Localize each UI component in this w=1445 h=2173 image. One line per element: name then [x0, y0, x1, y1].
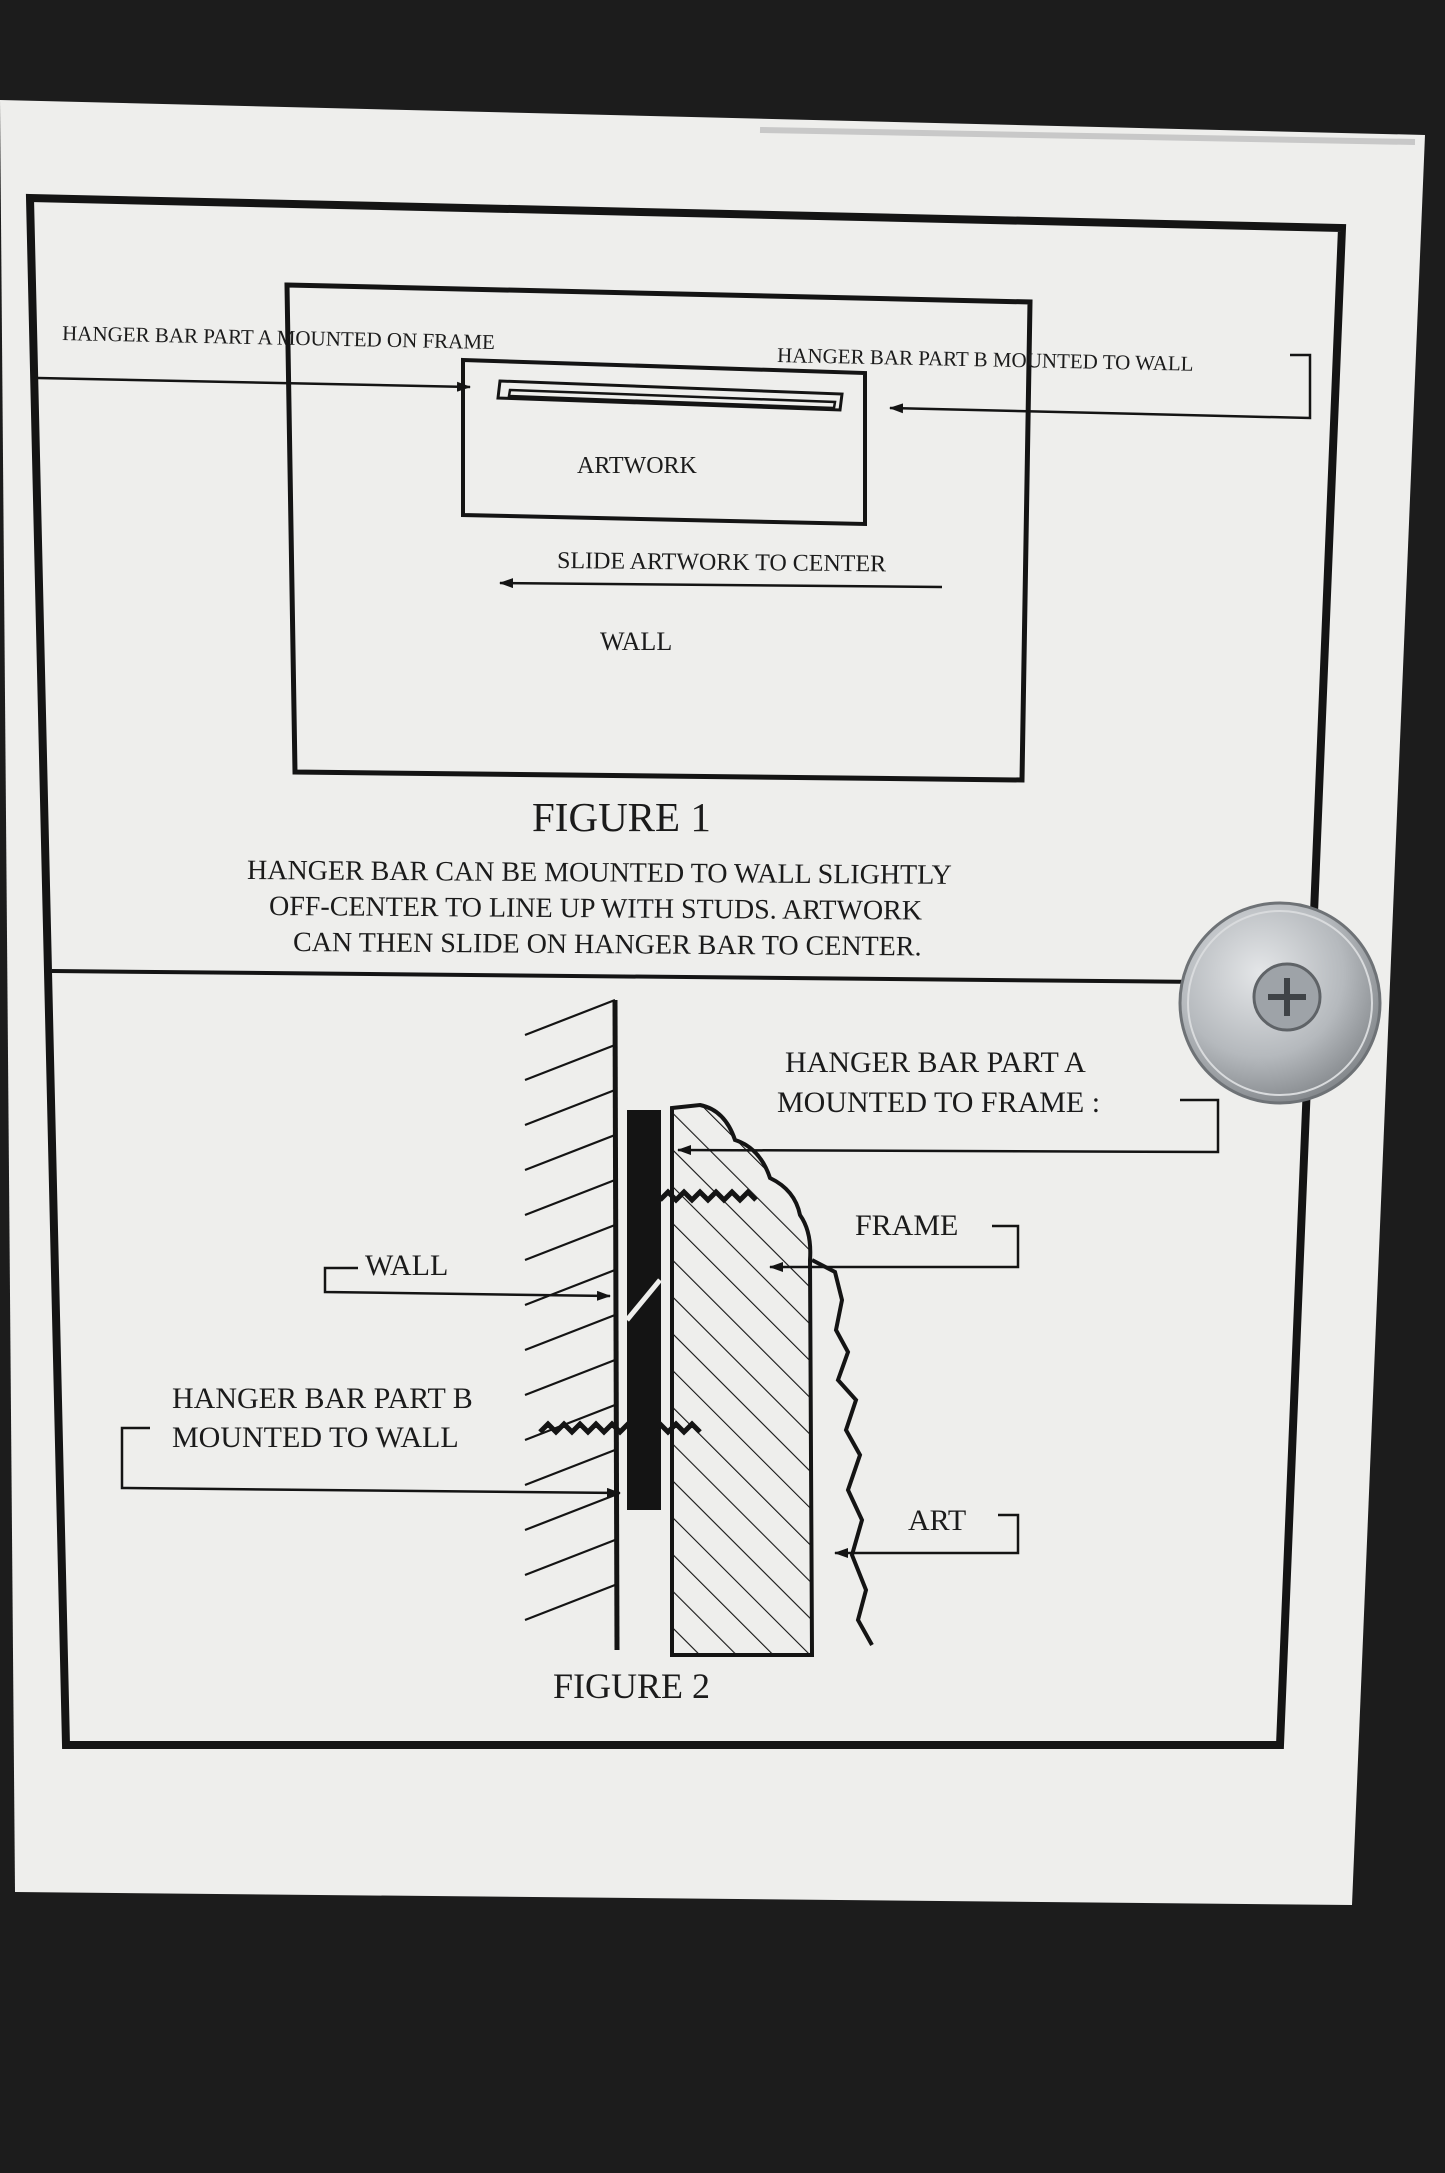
label-fig2-frame: FRAME — [855, 1209, 958, 1242]
wall-rectangle — [284, 282, 1033, 783]
frame-section — [670, 1102, 815, 1657]
figure1-caption-line2: OFF-CENTER TO LINE UP WITH STUDS. ARTWOR… — [269, 891, 922, 927]
screw-washer-icon — [1178, 901, 1382, 1105]
wall-hatching — [524, 998, 616, 1622]
art-edge — [811, 1258, 874, 1646]
leader-fig2-art — [834, 1513, 1020, 1558]
label-fig2-part-b-line2: MOUNTED TO WALL — [172, 1421, 459, 1454]
bar-interlock — [625, 1278, 662, 1322]
leader-part-b — [889, 353, 1312, 420]
label-fig2-art: ART — [908, 1504, 966, 1537]
paper-sheet — [0, 100, 1425, 1905]
figure-divider — [51, 969, 1206, 984]
figure2-title: FIGURE 2 — [553, 1666, 710, 1706]
label-fig2-wall: WALL — [365, 1249, 448, 1282]
slide-arrow — [499, 578, 943, 589]
figure1-caption-line1: HANGER BAR CAN BE MOUNTED TO WALL SLIGHT… — [247, 855, 952, 891]
paper-edge-shadow — [759, 127, 1416, 145]
artwork-rectangle — [461, 357, 867, 527]
leader-fig2-part-a — [677, 1098, 1220, 1156]
leader-fig2-part-b — [120, 1426, 621, 1498]
label-slide-artwork: SLIDE ARTWORK TO CENTER — [557, 548, 886, 577]
hanger-bar-a — [496, 379, 844, 412]
figure1-caption-line3: CAN THEN SLIDE ON HANGER BAR TO CENTER. — [293, 927, 922, 962]
label-fig2-part-a-line2: MOUNTED TO FRAME : — [777, 1086, 1100, 1119]
label-fig2-part-a-line1: HANGER BAR PART A — [785, 1046, 1086, 1079]
leader-fig2-wall — [323, 1266, 611, 1301]
label-wall-fig1: WALL — [600, 627, 672, 656]
label-fig2-part-b-line1: HANGER BAR PART B — [172, 1382, 473, 1415]
document-border — [25, 193, 1347, 1749]
figure2-diagram: HANGER BAR PART A MOUNTED TO FRAME : FRA… — [120, 998, 1220, 1706]
screw-wall — [538, 1420, 702, 1436]
figure1-title: FIGURE 1 — [532, 794, 711, 840]
leader-part-a — [37, 376, 471, 392]
wall-surface — [612, 999, 620, 1651]
screw-top — [658, 1188, 758, 1204]
label-artwork: ARTWORK — [577, 453, 698, 479]
hanger-bar-b — [507, 388, 837, 410]
leader-fig2-frame — [769, 1224, 1020, 1272]
